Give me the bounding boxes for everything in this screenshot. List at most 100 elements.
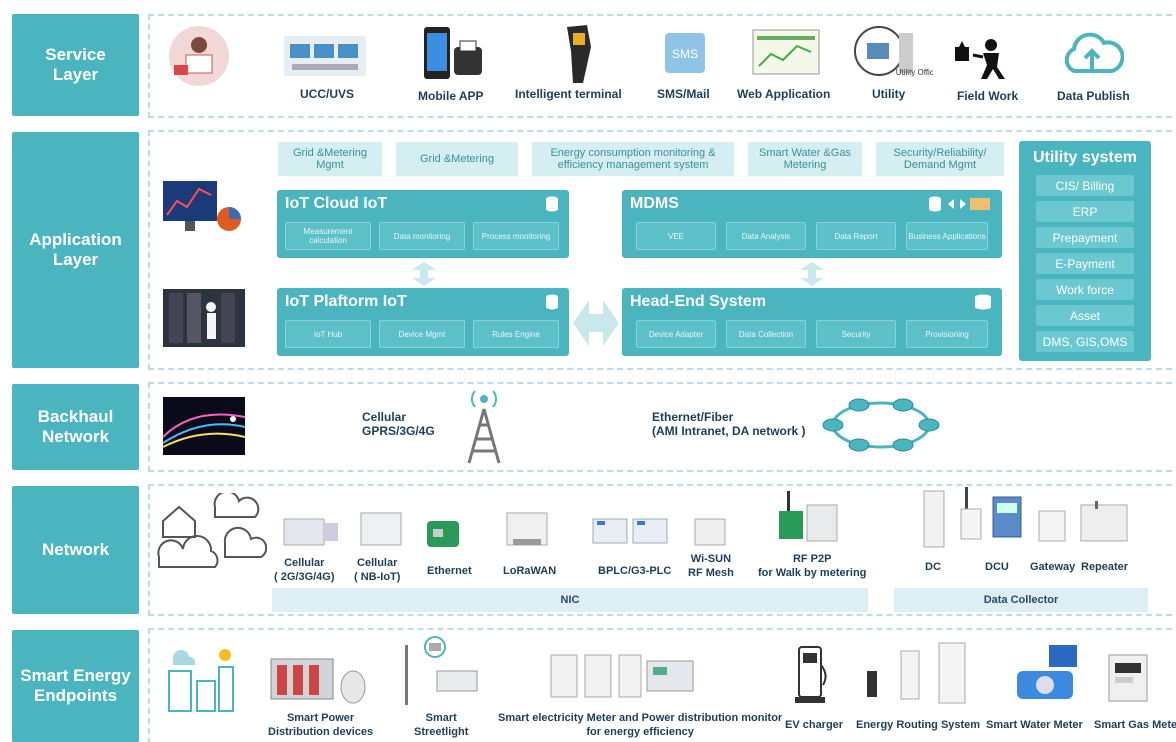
nic-bar: NIC bbox=[272, 588, 868, 612]
dcu-device-icon bbox=[958, 486, 1028, 548]
network-caption-dc: DC bbox=[925, 561, 941, 573]
power-distribution-icon bbox=[266, 652, 372, 712]
layer-label-network: Network bbox=[12, 486, 139, 614]
application-band bbox=[148, 130, 1176, 370]
smart-city-icon bbox=[162, 646, 238, 714]
service-caption-utility: Utility bbox=[872, 87, 906, 101]
utility-item-work-force: Work force bbox=[1036, 279, 1134, 300]
energy-routing-icon bbox=[864, 640, 970, 708]
dc-device-icon bbox=[920, 488, 948, 550]
service-caption-terminal: Intelligent terminal bbox=[515, 87, 622, 101]
service-caption-mobile-app: Mobile APP bbox=[418, 89, 484, 103]
network-caption-cellular-2g: Cellular ( 2G/3G/4G) bbox=[274, 557, 335, 583]
mobile-app-icon bbox=[418, 24, 488, 84]
network-caption-lorawan: LoRaWAN bbox=[503, 565, 557, 577]
service-caption-sms: SMS/Mail bbox=[657, 87, 710, 101]
utility-item-erp: ERP bbox=[1036, 201, 1134, 222]
data-center-icon bbox=[162, 288, 246, 348]
module-ethernet-icon bbox=[424, 516, 464, 552]
endpoints-band bbox=[148, 628, 1176, 742]
iot-cloud-chip-measurement: Measurement calculation bbox=[285, 222, 371, 250]
network-caption-gateway: Gateway bbox=[1030, 561, 1076, 573]
endpoint-caption-water-meter: Smart Water Meter bbox=[986, 719, 1083, 731]
head-end-chip-data-collection: Data Collection bbox=[726, 320, 806, 348]
gateway-device-icon bbox=[1036, 506, 1068, 546]
network-caption-nb-iot: Cellular ( NB-IoT) bbox=[354, 557, 401, 583]
intelligent-terminal-icon bbox=[555, 22, 605, 86]
iot-platform-title: IoT Plaftorm IoT bbox=[285, 293, 407, 310]
mdms-chip-vee: VEE bbox=[636, 222, 716, 250]
module-rf-p2p-icon bbox=[772, 490, 842, 546]
head-end-panel: Head-End System Device Adapter Data Coll… bbox=[622, 288, 1002, 356]
module-plc-icon bbox=[590, 514, 670, 548]
layer-label-service: Service Layer bbox=[12, 14, 139, 116]
vertical-arrow-iot bbox=[412, 262, 436, 286]
mdms-chip-data-report: Data Report bbox=[816, 222, 896, 250]
network-caption-rf-p2p: RF P2P for Walk by metering bbox=[758, 553, 867, 579]
database-icon bbox=[975, 294, 991, 310]
database-icon bbox=[546, 294, 558, 310]
utility-system-panel: Utility system CIS/ Billing ERP Prepayme… bbox=[1019, 141, 1151, 361]
utility-item-cis-billing: CIS/ Billing bbox=[1036, 175, 1134, 196]
iot-cloud-title: IoT Cloud IoT bbox=[285, 195, 388, 212]
module-wi-sun-icon bbox=[690, 512, 730, 550]
chip-water-gas-metering: Smart Water &Gas Metering bbox=[748, 142, 862, 176]
call-center-icon bbox=[162, 24, 236, 88]
cell-tower-icon bbox=[456, 386, 512, 466]
service-caption-field-work: Field Work bbox=[957, 89, 1019, 103]
endpoint-caption-power-distribution: Smart Power Distribution devices bbox=[268, 712, 374, 738]
chip-grid-metering: Grid &Metering bbox=[396, 142, 518, 176]
ev-charger-icon bbox=[792, 644, 832, 706]
iot-cloud-chip-data-monitoring: Data monitoring bbox=[379, 222, 465, 250]
web-application-icon bbox=[750, 26, 822, 80]
head-end-chip-device-adapter: Device Adapter bbox=[636, 320, 716, 348]
module-nb-iot-icon bbox=[356, 508, 406, 550]
analytics-dashboard-icon bbox=[160, 174, 244, 240]
smart-electricity-meter-icon bbox=[548, 652, 698, 702]
iot-platform-chip-device-mgmt: Device Mgmt bbox=[379, 320, 465, 348]
network-band bbox=[148, 484, 1176, 616]
head-end-chip-security: Security bbox=[816, 320, 896, 348]
network-caption-dcu: DCU bbox=[985, 561, 1009, 573]
chip-energy-monitoring: Energy consumption monitoring & efficien… bbox=[532, 142, 734, 176]
utility-item-prepayment: Prepayment bbox=[1036, 227, 1134, 248]
utility-item-asset: Asset bbox=[1036, 305, 1134, 326]
backhaul-band bbox=[148, 382, 1176, 472]
utility-office-text: Utility Office bbox=[896, 68, 933, 77]
network-scenario-icon bbox=[154, 492, 268, 574]
chip-security-reliability: Security/Reliability/ Demand Mgmt bbox=[876, 142, 1004, 176]
database-icon bbox=[546, 196, 558, 212]
utility-item-e-payment: E-Payment bbox=[1036, 253, 1134, 274]
smart-streetlight-icon bbox=[396, 634, 482, 708]
backhaul-ethernet-caption: Ethernet/Fiber (AMI Intranet, DA network… bbox=[652, 410, 806, 438]
fiber-optics-icon bbox=[162, 396, 246, 456]
sms-icon-text: SMS bbox=[672, 47, 698, 61]
service-caption-ucc: UCC/UVS bbox=[300, 87, 355, 101]
smart-gas-meter-icon bbox=[1104, 650, 1152, 706]
data-collector-bar: Data Collector bbox=[894, 588, 1148, 612]
ring-network-icon bbox=[818, 392, 944, 458]
head-end-title: Head-End System bbox=[630, 293, 767, 310]
head-end-chip-provisioning: Provisioning bbox=[906, 320, 988, 348]
endpoint-caption-electricity-meter: Smart electricity Meter and Power distri… bbox=[498, 712, 783, 738]
smart-water-meter-icon bbox=[1012, 644, 1082, 706]
mdms-title: MDMS bbox=[630, 195, 679, 212]
service-caption-web: Web Application bbox=[737, 87, 831, 101]
mdms-chip-business-apps: Business Applications bbox=[906, 222, 988, 250]
network-caption-ethernet: Ethernet bbox=[427, 565, 472, 577]
horizontal-arrow-platform-headend bbox=[573, 300, 619, 346]
iot-platform-panel: IoT Plaftorm IoT IoT Hub Device Mgmt Rul… bbox=[277, 288, 569, 356]
module-lorawan-icon bbox=[502, 508, 552, 550]
endpoint-caption-ev-charger: EV charger bbox=[785, 719, 844, 731]
chip-grid-metering-mgmt: Grid &Metering Mgmt bbox=[278, 142, 382, 176]
utility-item-dms-gis-oms: DMS, GIS,OMS bbox=[1036, 331, 1134, 352]
layer-label-backhaul: Backhaul Network bbox=[12, 384, 139, 470]
repeater-device-icon bbox=[1076, 500, 1132, 546]
endpoint-caption-gas-meter: Smart Gas Meter bbox=[1094, 719, 1176, 731]
data-publish-icon bbox=[1058, 30, 1126, 80]
field-work-icon bbox=[952, 36, 1014, 82]
network-caption-repeater: Repeater bbox=[1081, 561, 1129, 573]
iot-platform-chip-rules-engine: Rules Engine bbox=[473, 320, 559, 348]
mdms-panel: MDMS VEE Data Analysis Data Report Busin… bbox=[622, 190, 1002, 258]
network-caption-wi-sun: Wi-SUN RF Mesh bbox=[688, 553, 734, 579]
